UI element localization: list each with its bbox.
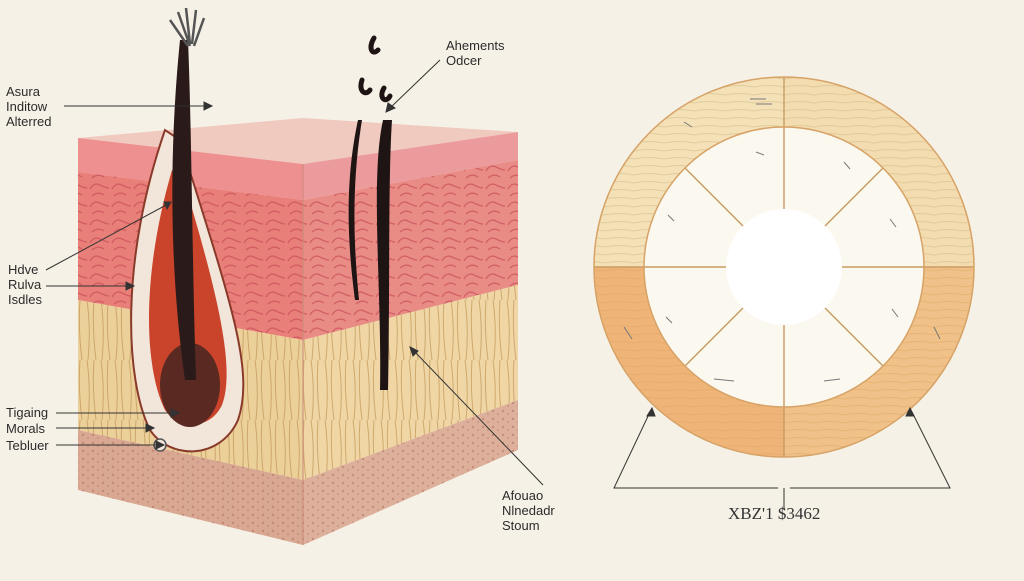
label-bottom-center-line: Stoum <box>502 518 540 533</box>
ring-center-hole <box>726 209 842 325</box>
label-top-left-line: Inditow <box>6 99 48 114</box>
label-mid-left-line: Isdles <box>8 292 42 307</box>
label-low-left-1: Tigaing <box>6 405 49 420</box>
label-bottom-center-line: Afouao <box>502 488 544 503</box>
ring-tick-marks <box>623 98 941 382</box>
hair-tip-tuft <box>168 7 206 47</box>
skin-leader-lines <box>45 59 544 486</box>
hair-bulb <box>160 343 220 427</box>
label-top-center-line: Ahements <box>446 38 505 53</box>
label-low-left-3: Tebluer <box>6 438 49 453</box>
ring-leader-lines <box>613 406 951 510</box>
hair-follicle-left <box>130 7 245 453</box>
ring-spokes <box>594 77 974 457</box>
label-bottom-center-line: Nlnedadr <box>502 503 555 518</box>
label-top-left-line: Alterred <box>6 114 52 129</box>
circle-caption: XBZ'1 $3462 <box>728 504 821 523</box>
label-mid-left-line: Rulva <box>8 277 42 292</box>
hair-shaft-center <box>348 35 393 390</box>
epidermis-layer-right <box>303 132 518 200</box>
segmented-ring <box>593 76 975 458</box>
label-low-left-2: Morals <box>6 421 46 436</box>
label-mid-left-line: Hdve <box>8 262 39 277</box>
label-top-center-line: Odcer <box>446 53 482 68</box>
label-top-left-line: Asura <box>6 84 40 99</box>
hair-shaft-left <box>172 40 196 380</box>
